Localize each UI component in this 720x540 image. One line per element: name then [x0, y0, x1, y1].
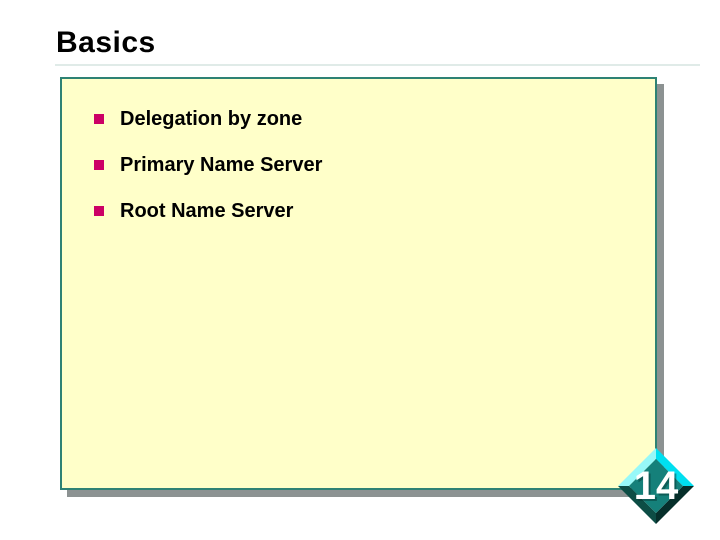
- page-number-badge: 14: [618, 448, 694, 524]
- bullet-text: Delegation by zone: [120, 108, 303, 130]
- bullet-square-icon: [94, 206, 104, 216]
- slide-title: Basics: [56, 26, 156, 59]
- list-item: Root Name Server: [94, 200, 635, 222]
- content-box: Delegation by zone Primary Name Server R…: [60, 77, 657, 490]
- list-item: Delegation by zone: [94, 108, 635, 130]
- bullet-text: Root Name Server: [120, 200, 294, 222]
- list-item: Primary Name Server: [94, 154, 635, 176]
- title-rule: [55, 64, 700, 66]
- bullet-list: Delegation by zone Primary Name Server R…: [62, 79, 655, 222]
- bullet-square-icon: [94, 114, 104, 124]
- bullet-text: Primary Name Server: [120, 154, 323, 176]
- diamond-bevel-icon: [618, 448, 694, 524]
- bullet-square-icon: [94, 160, 104, 170]
- page-number: 14: [633, 463, 679, 508]
